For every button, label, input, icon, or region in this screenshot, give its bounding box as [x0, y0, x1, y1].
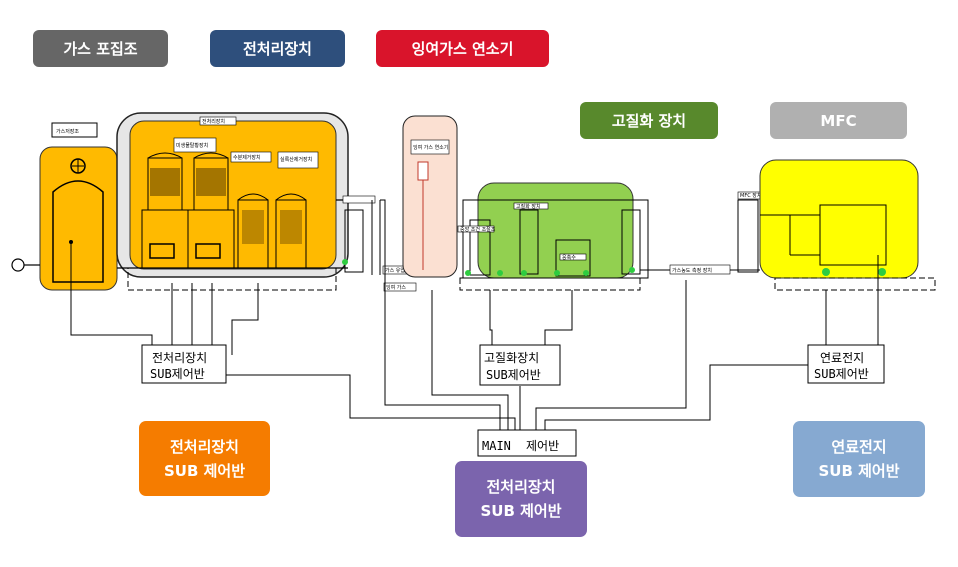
panel-solidification-line1: 고질화장치 — [484, 351, 539, 365]
gas-storage-tank — [52, 180, 104, 283]
panel-main-right: 제어반 — [526, 439, 559, 453]
legend-fuel-cell-line2: SUB 제어반 — [818, 462, 900, 480]
legend-pretreatment-sub-line1: 전처리장치 — [169, 437, 239, 456]
legend-gas-collector: 가스 포집조 — [33, 30, 168, 67]
panel-fuel-cell-line1: 연료전지 — [820, 351, 864, 365]
legend-solidification-label: 고질화 장치 — [611, 112, 687, 130]
solid-tank-right — [621, 209, 641, 275]
legend-main-line2: SUB 제어반 — [480, 502, 562, 520]
pretreatment-sub-panel — [141, 344, 227, 384]
panel-pretreatment-line2: SUB제어반 — [150, 367, 205, 381]
legend-pretreatment-sub-panel: 전처리장치 SUB 제어반 — [139, 421, 270, 496]
gas-collector-tag-text: 가스저장조 — [56, 128, 79, 135]
pretreatment-unit-tag: 전처리장치 — [202, 118, 225, 125]
panel-pretreatment-line1: 전처리장치 — [152, 351, 207, 365]
solid-left-tag: 중앙 조건 조절조 — [460, 226, 496, 233]
solid-tank-left — [469, 219, 491, 276]
main-control-panel — [477, 429, 577, 457]
legend-solidification: 고질화 장치 — [580, 102, 718, 139]
t1-tag: 미생물탈황장치 — [176, 142, 208, 149]
comb-bottom-tag: 잉여 가스 — [386, 284, 406, 291]
legend-surplus-gas-combustor: 잉여가스 연소기 — [376, 30, 549, 67]
mfc-tag: MFC 장치 — [740, 192, 761, 199]
solid-mid-tag: 고질화 장치 — [516, 203, 541, 210]
solid-right-tag: 응축수 — [562, 254, 576, 261]
legend-fuel-cell-sub-panel: 연료전지 SUB 제어반 — [793, 421, 925, 497]
t2-tag: 수분제거장치 — [233, 154, 261, 161]
legend-mfc: MFC — [770, 102, 907, 139]
combustor-body — [402, 115, 458, 278]
legend-fuel-cell-line1: 연료전지 — [831, 438, 887, 456]
mfc-prefilter — [737, 199, 759, 273]
legend-surplus-gas-combustor-label: 잉여가스 연소기 — [411, 40, 514, 58]
inlet-valve — [11, 258, 25, 272]
fuel-cell-sub-panel — [807, 344, 885, 384]
combustor-tag: 잉여 가스 연소기 — [413, 144, 448, 151]
legend-pretreatment-sub-line2: SUB 제어반 — [163, 461, 246, 480]
panel-main-left: MAIN — [482, 439, 511, 453]
mfc-area — [759, 159, 919, 279]
gas-collector-tag — [51, 122, 98, 138]
legend-main-panel: 전처리장치 SUB 제어반 — [455, 461, 587, 537]
legend-pretreatment: 전처리장치 — [210, 30, 345, 67]
gas-analyzer-tag: 가스농도 측정 장치 — [672, 267, 712, 274]
comb-inlet-tag: 가스 유입 — [385, 267, 405, 274]
panel-fuel-cell-line2: SUB제어반 — [814, 367, 869, 381]
solid-tank-mid — [519, 209, 539, 275]
legend-pretreatment-label: 전처리장치 — [242, 40, 312, 58]
t3-tag: 실록산제거장치 — [280, 156, 312, 163]
solidification-sub-panel — [479, 344, 561, 386]
legend-gas-collector-label: 가스 포집조 — [63, 40, 138, 58]
legend-main-line1: 전처리장치 — [486, 478, 556, 496]
panel-solidification-line2: SUB제어반 — [486, 368, 541, 382]
solid-tank-box — [555, 239, 591, 277]
legend-mfc-label: MFC — [820, 111, 857, 130]
